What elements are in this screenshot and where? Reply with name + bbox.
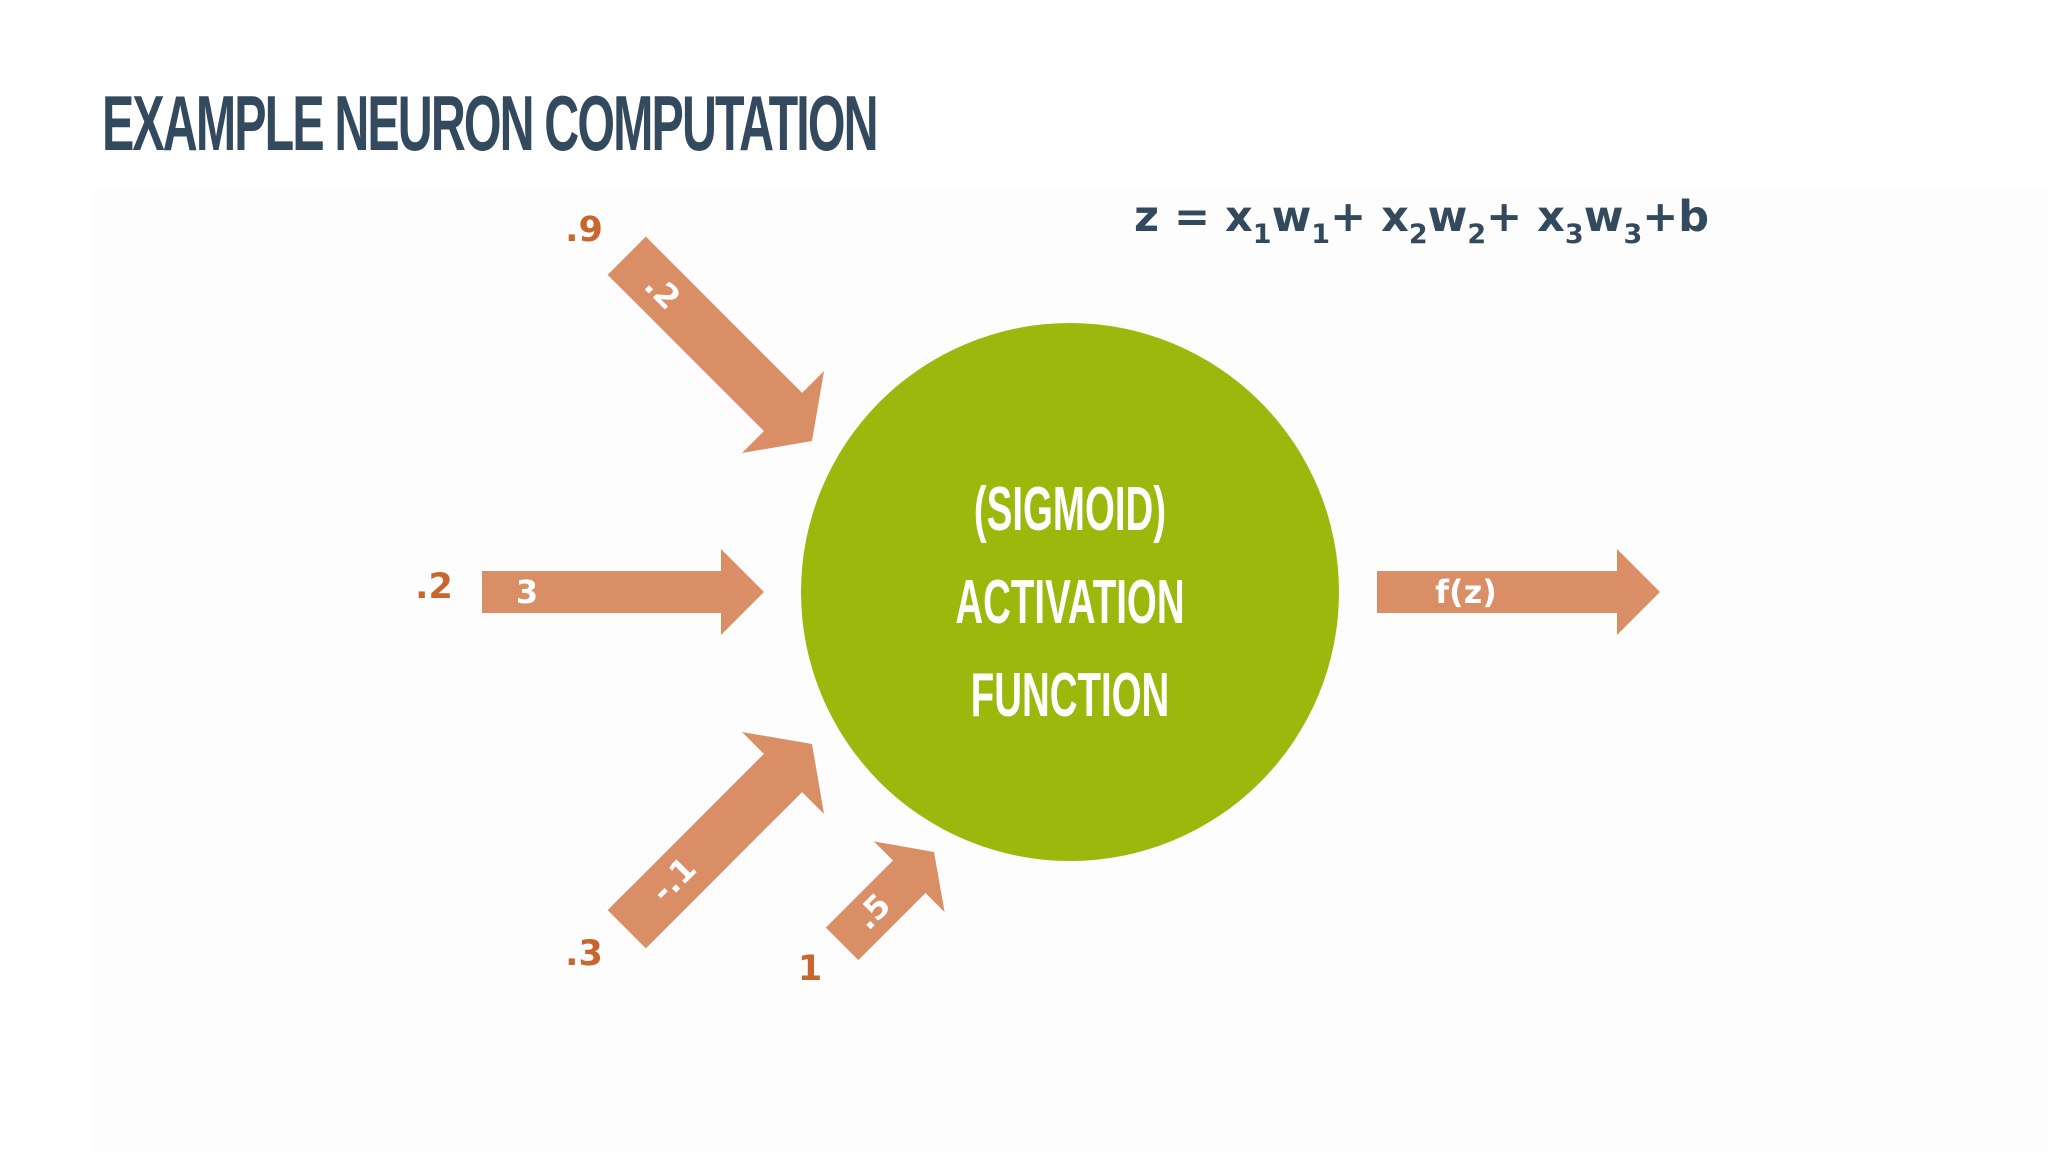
formula-sub-3a: 3 [1564, 219, 1584, 250]
page-title: EXAMPLE NEURON COMPUTATION [102, 79, 879, 167]
output-label: f(z) [1435, 573, 1497, 611]
formula-w2: w [1427, 192, 1468, 242]
formula-w3: w [1583, 192, 1624, 242]
neuron-label-line2: ACTIVATION [955, 567, 1184, 637]
neuron-label-line1: (SIGMOID) [974, 474, 1166, 544]
formula-w1: w [1271, 192, 1312, 242]
input-weight-2: 3 [516, 573, 538, 611]
formula-bias: +b [1642, 192, 1710, 242]
formula-x2: x [1381, 192, 1409, 242]
weighted-sum-formula: z = x1w1+ x2w2+ x3w3+b [1134, 192, 1710, 248]
formula-plus-2: + [1486, 192, 1538, 242]
input-value-2: .2 [415, 567, 453, 607]
formula-sub-3b: 3 [1623, 219, 1643, 250]
neuron-label-line3: FUNCTION [971, 660, 1170, 730]
formula-sub-2a: 2 [1408, 219, 1428, 250]
neuron-circle [801, 323, 1339, 861]
formula-equals: = [1159, 192, 1226, 242]
formula-sub-2b: 2 [1467, 219, 1487, 250]
input-value-1: .9 [565, 210, 603, 250]
input-arrow-2 [482, 549, 764, 635]
formula-sub-1b: 1 [1311, 219, 1331, 250]
input-arrow-3 [607, 731, 825, 949]
output-arrow [1377, 549, 1660, 635]
input-arrow-1 [607, 236, 825, 454]
input-value-3: .3 [565, 934, 603, 974]
formula-x3: x [1537, 192, 1565, 242]
input-arrow-4 [825, 841, 945, 961]
formula-plus-1: + [1330, 192, 1382, 242]
formula-z: z [1134, 192, 1160, 242]
formula-sub-1a: 1 [1252, 219, 1272, 250]
formula-x1: x [1225, 192, 1253, 242]
input-value-4: 1 [798, 949, 822, 989]
